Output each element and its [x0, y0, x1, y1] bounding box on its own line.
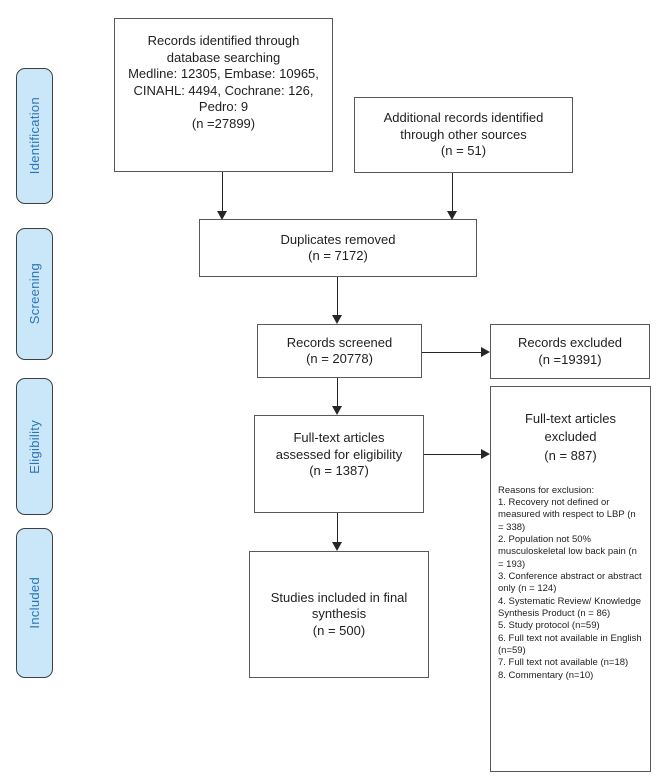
stage-identification-label: Identification: [27, 97, 42, 175]
stage-eligibility-label: Eligibility: [27, 419, 42, 474]
arrow-assessed-to-ftexcluded: [424, 449, 490, 460]
stage-identification: Identification: [16, 68, 53, 204]
stage-screening: Screening: [16, 228, 53, 360]
fulltext-excluded-reasons: Reasons for exclusion: 1. Recovery not d…: [498, 484, 642, 681]
arrow-duplicates-to-screened: [332, 277, 343, 324]
arrow-assessed-to-included: [332, 513, 343, 551]
arrow-screened-to-assessed: [332, 378, 343, 415]
stage-included: Included: [16, 528, 53, 678]
fulltext-excluded-title: Full-text articles excluded (n = 887): [524, 410, 617, 464]
box-records-excluded: Records excluded (n =19391): [490, 324, 650, 379]
arrow-identified-to-duplicates: [217, 172, 228, 220]
arrow-additional-to-duplicates: [447, 173, 458, 220]
arrow-screened-to-excluded: [422, 347, 490, 358]
stage-included-label: Included: [27, 577, 42, 629]
box-fulltext-assessed: Full-text articles assessed for eligibil…: [254, 415, 424, 513]
box-fulltext-excluded: Full-text articles excluded (n = 887) Re…: [490, 386, 651, 772]
stage-eligibility: Eligibility: [16, 378, 53, 515]
box-additional-records: Additional records identified through ot…: [354, 97, 573, 173]
box-records-screened: Records screened (n = 20778): [257, 324, 422, 378]
box-duplicates-removed: Duplicates removed (n = 7172): [199, 219, 477, 277]
box-records-identified: Records identified through database sear…: [114, 18, 333, 172]
stage-screening-label: Screening: [27, 263, 42, 325]
box-studies-included: Studies included in final synthesis (n =…: [249, 551, 429, 678]
